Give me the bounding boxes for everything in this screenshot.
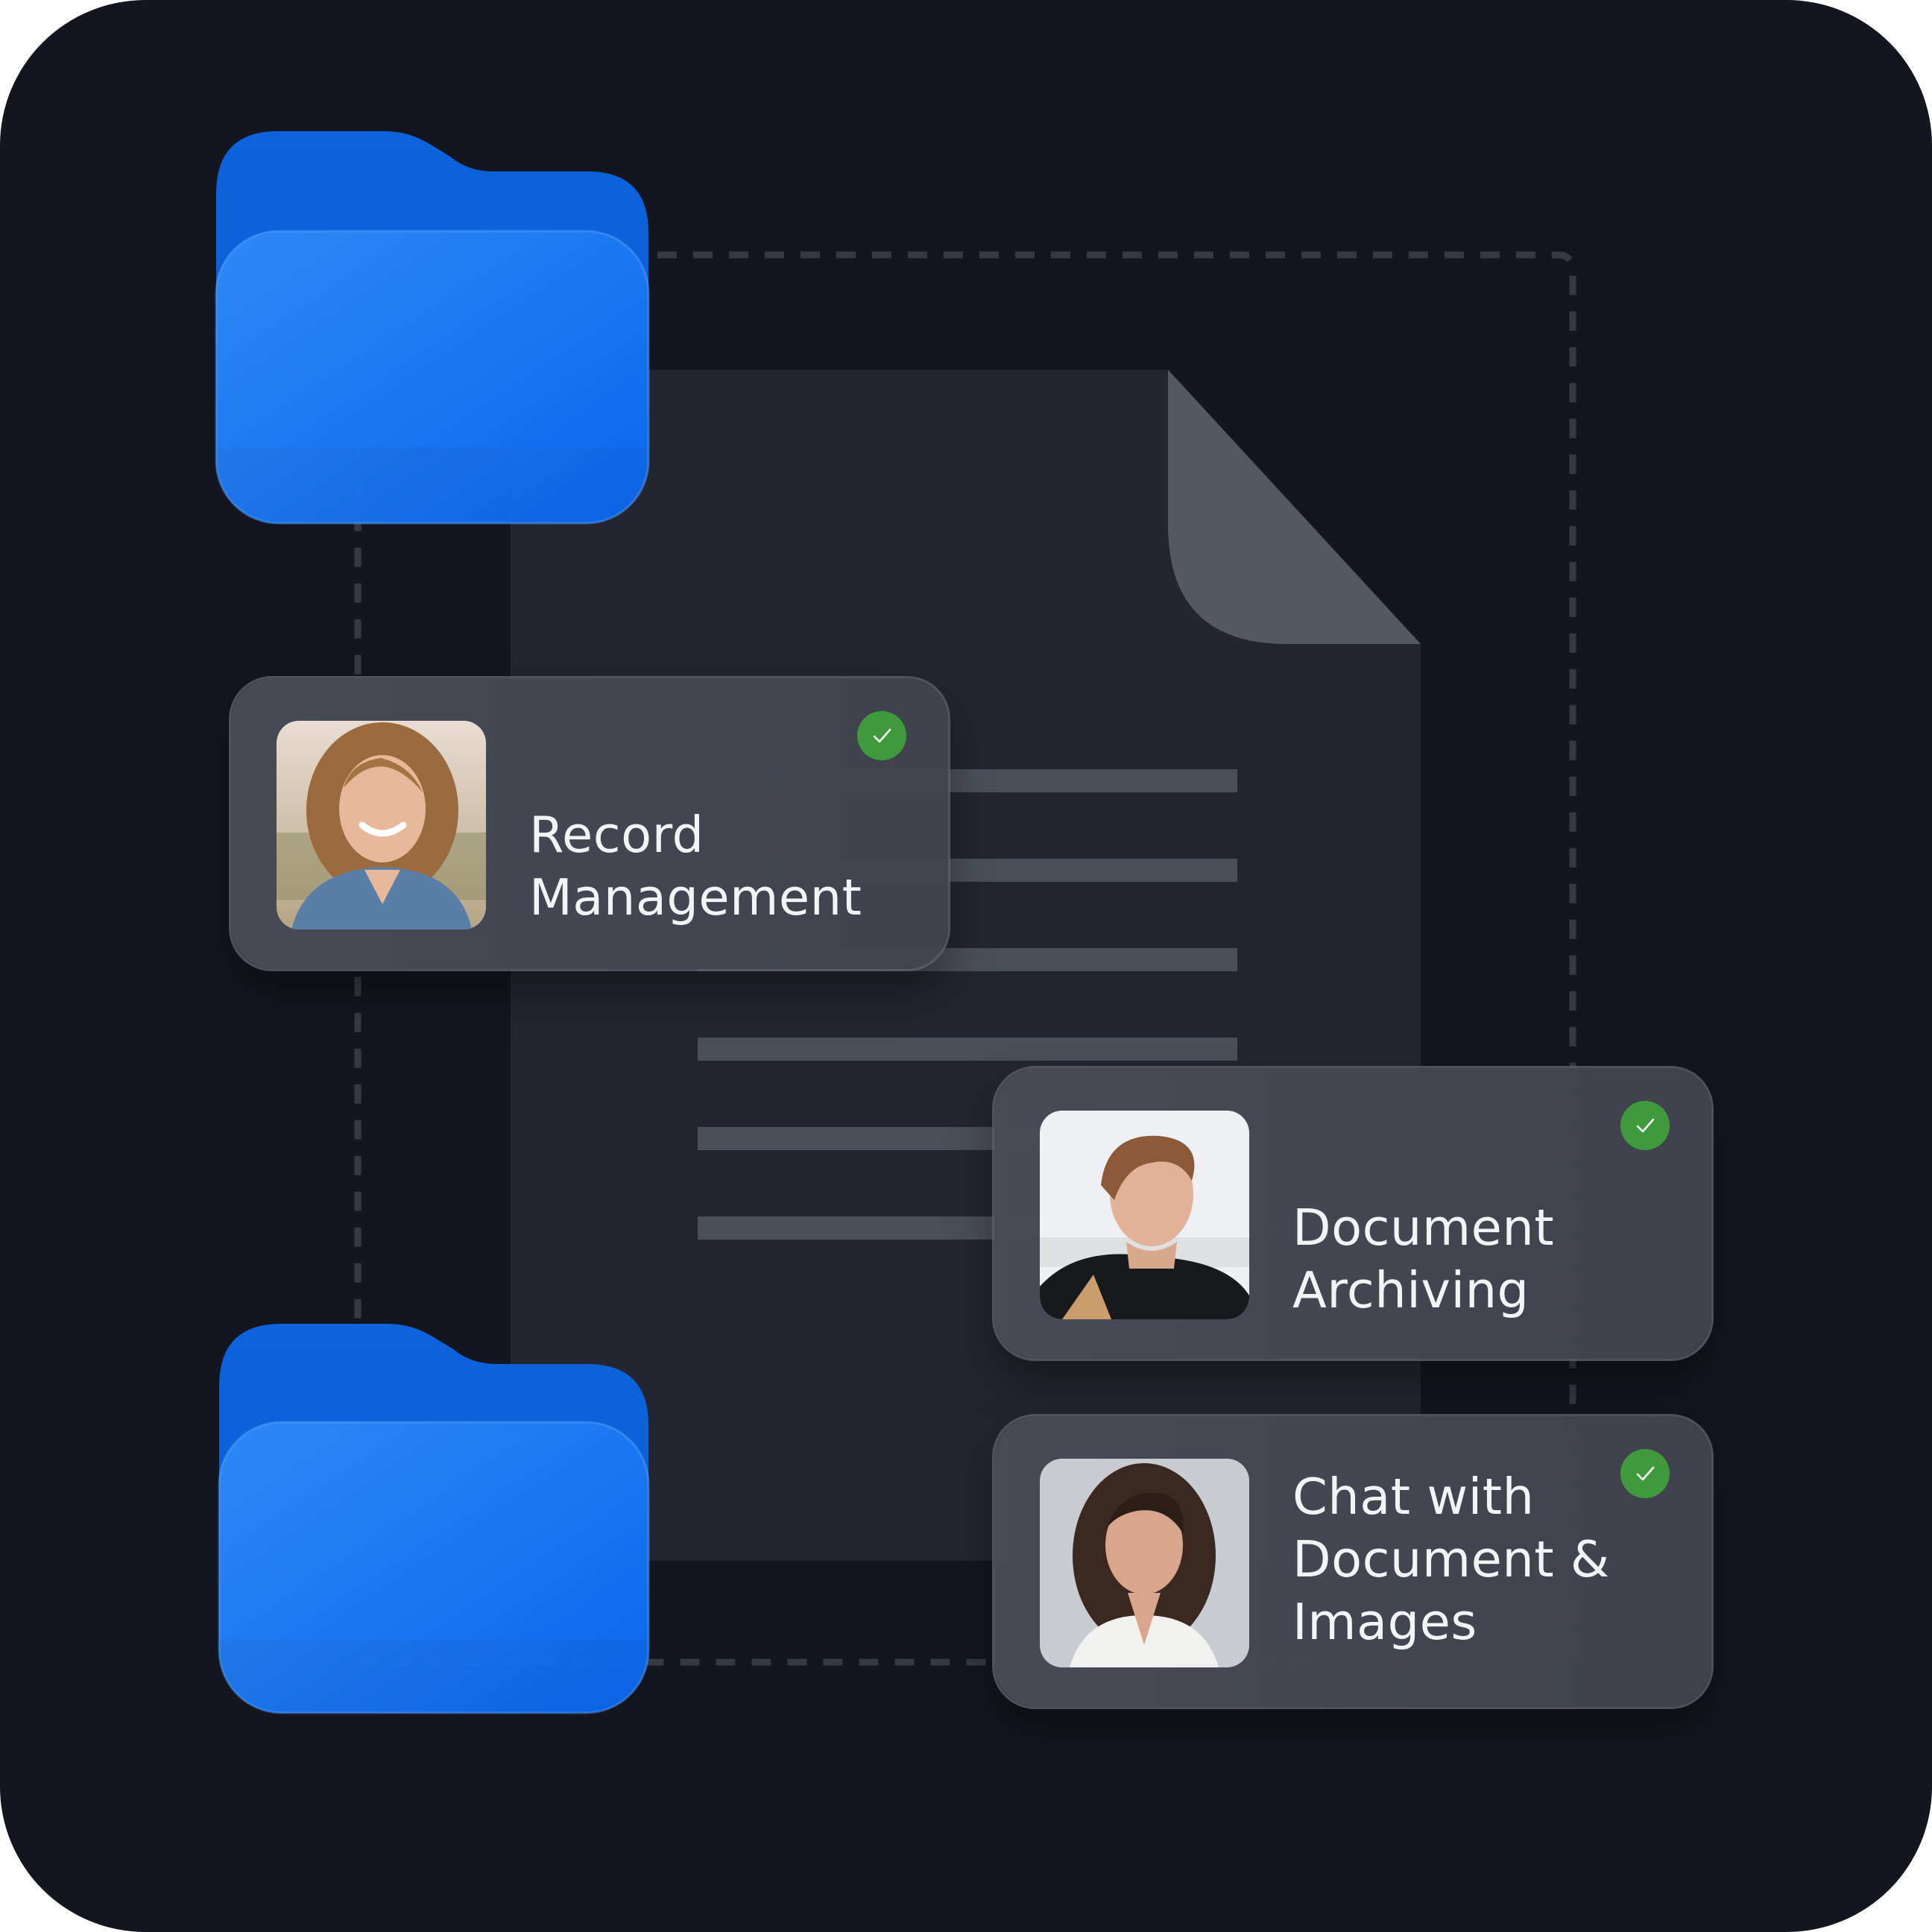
man-portrait-avatar [1040,1111,1249,1319]
card-title: Chat with Document & Images [1292,1465,1667,1653]
card-title-line: Management [529,868,862,926]
checkmark-icon [857,711,906,760]
checkmark-icon [1620,1101,1670,1150]
card-title-line: Chat with [1292,1468,1535,1526]
woman-dark-hair-avatar [1040,1459,1249,1667]
card-title-line: Record [529,806,704,864]
avatar [1040,1459,1249,1667]
avatar [277,721,486,929]
card-title: Document Archiving [1292,1196,1667,1322]
card-title-line: Images [1292,1593,1477,1651]
feature-card-chat-with-document[interactable]: Chat with Document & Images [992,1414,1714,1709]
feature-card-document-archiving[interactable]: Document Archiving [992,1066,1714,1361]
checkmark-icon [1620,1449,1670,1498]
card-title-line: Document [1292,1199,1555,1257]
card-title: Record Management [529,804,903,929]
feature-card-record-management[interactable]: Record Management [229,676,950,971]
folder-icon-bottom [218,1324,650,1714]
card-title-line: Archiving [1292,1261,1530,1319]
folder-icon-top [215,131,650,525]
card-title-line: Document & [1292,1530,1610,1588]
avatar [1040,1111,1249,1319]
woman-curly-hair-avatar [277,721,486,929]
